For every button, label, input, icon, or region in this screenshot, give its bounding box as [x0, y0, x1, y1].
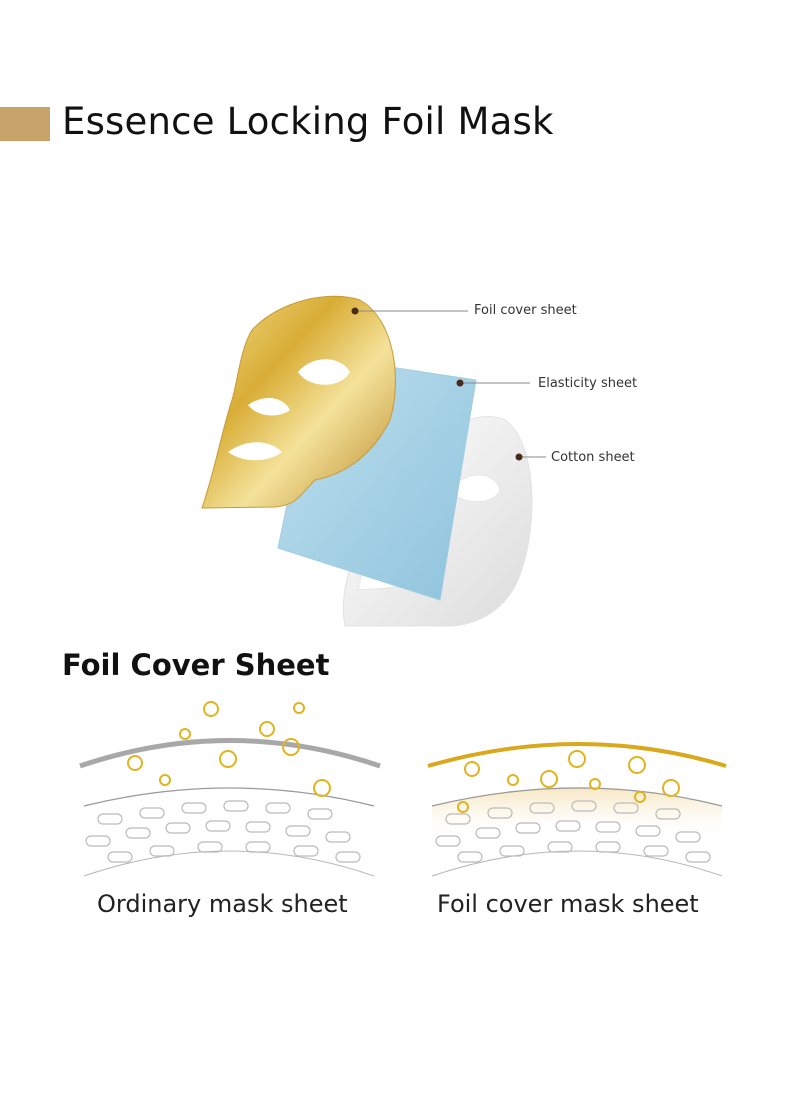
- foil-sheet-caption: Foil cover mask sheet: [437, 890, 699, 918]
- section-heading: Foil Cover Sheet: [62, 648, 329, 682]
- foil-sheet-diagram: [428, 744, 726, 876]
- ordinary-sheet-caption: Ordinary mask sheet: [97, 890, 348, 918]
- foil-cover-sheet-label: Foil cover sheet: [474, 303, 577, 318]
- cotton-sheet-label: Cotton sheet: [551, 450, 635, 465]
- ordinary-sheet-diagram: [80, 702, 380, 876]
- elasticity-sheet-label: Elasticity sheet: [538, 376, 637, 391]
